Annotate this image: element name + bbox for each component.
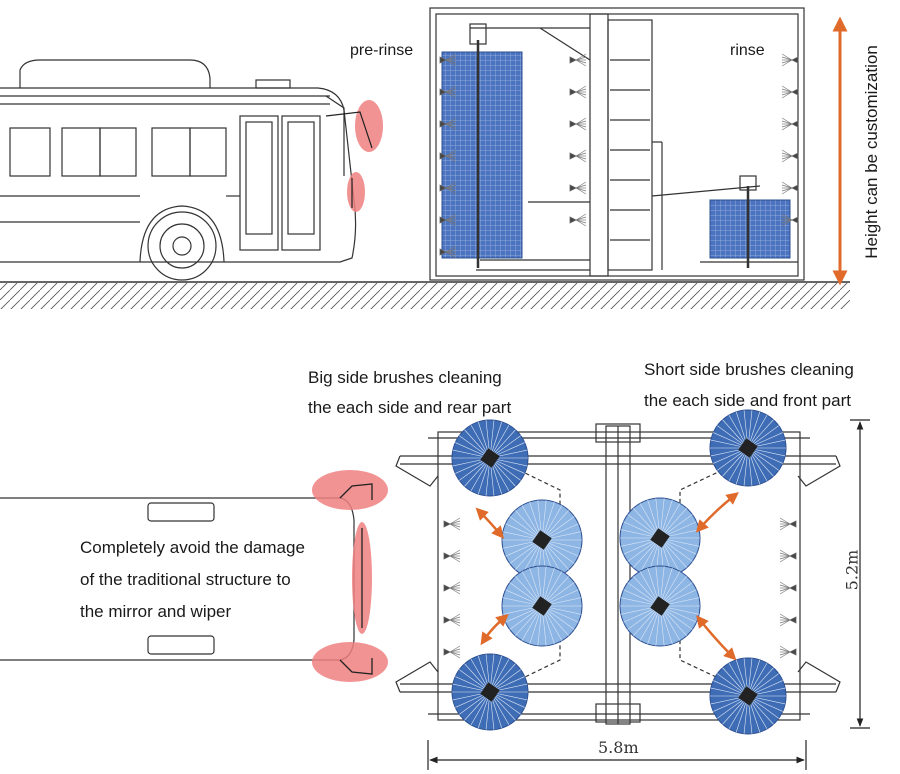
mirror-highlight-right [312, 642, 388, 682]
rinse-nozzle [781, 181, 799, 195]
brush-nozzle [569, 181, 587, 195]
bus-side [0, 59, 357, 281]
dimension-height: 5.2m [842, 549, 862, 591]
top-nozzle-left [443, 549, 461, 563]
brush-nozzle [569, 117, 587, 131]
prerinse-nozzle [439, 117, 457, 131]
top-nozzle-right [779, 549, 797, 563]
rinse-nozzle [781, 213, 799, 227]
brush-nozzle [569, 53, 587, 67]
wash-frame [429, 7, 805, 281]
brush-nozzle [569, 149, 587, 163]
mirror-highlight-left [312, 470, 388, 510]
top-nozzle-left [443, 581, 461, 595]
spray-nozzles [439, 53, 799, 659]
swing-arrows [475, 492, 739, 661]
rinse-label: rinse [730, 42, 765, 59]
vertical-brush-small [709, 199, 791, 259]
avoid-damage-line2: of the traditional structure to [80, 570, 291, 589]
avoid-damage-line3: the mirror and wiper [80, 602, 232, 621]
prerinse-nozzle [439, 53, 457, 67]
rinse-nozzle [781, 149, 799, 163]
big-brush-rear-left [451, 419, 529, 497]
short-brush-label-line1: Short side brushes cleaning [644, 360, 854, 379]
top-nozzle-left [443, 645, 461, 659]
prerinse-nozzle [439, 181, 457, 195]
brush-nozzle [569, 85, 587, 99]
wiper-highlight [347, 172, 365, 212]
big-brush-label-line1: Big side brushes cleaning [308, 368, 502, 387]
mirror-highlight [355, 100, 383, 152]
small-brush-1 [501, 499, 583, 581]
top-nozzle-right [779, 517, 797, 531]
prerinse-nozzle [439, 85, 457, 99]
rinse-nozzle [781, 53, 799, 67]
top-nozzle-right [779, 613, 797, 627]
avoid-damage-line1: Completely avoid the damage [80, 538, 305, 557]
small-brush-2 [501, 565, 583, 647]
prerinse-nozzle [439, 213, 457, 227]
vertical-brush-large [441, 51, 523, 259]
big-brush-label-line2: the each side and rear part [308, 398, 512, 417]
prerinse-nozzle [439, 149, 457, 163]
rinse-nozzle [781, 117, 799, 131]
small-brush-4 [619, 565, 701, 647]
dimension-lines [427, 419, 870, 770]
prerinse-nozzle [439, 245, 457, 259]
side-view [0, 7, 850, 659]
prerinse-label: pre-rinse [350, 42, 414, 59]
top-nozzle-left [443, 517, 461, 531]
top-nozzle-left [443, 613, 461, 627]
short-brush-front-left [709, 409, 787, 487]
top-nozzle-right [779, 581, 797, 595]
dimension-width: 5.8m [598, 738, 639, 757]
height-label: Height can be customization [862, 45, 881, 259]
rinse-nozzle [781, 85, 799, 99]
top-nozzle-right [779, 645, 797, 659]
ground-hatch [0, 281, 850, 309]
brush-nozzle [569, 213, 587, 227]
short-brush-front-right [709, 657, 787, 735]
brush-group [451, 409, 787, 735]
top-view [0, 409, 870, 770]
short-brush-label-line2: the each side and front part [644, 391, 851, 410]
small-brush-3 [619, 497, 701, 579]
big-brush-rear-right [451, 653, 529, 731]
